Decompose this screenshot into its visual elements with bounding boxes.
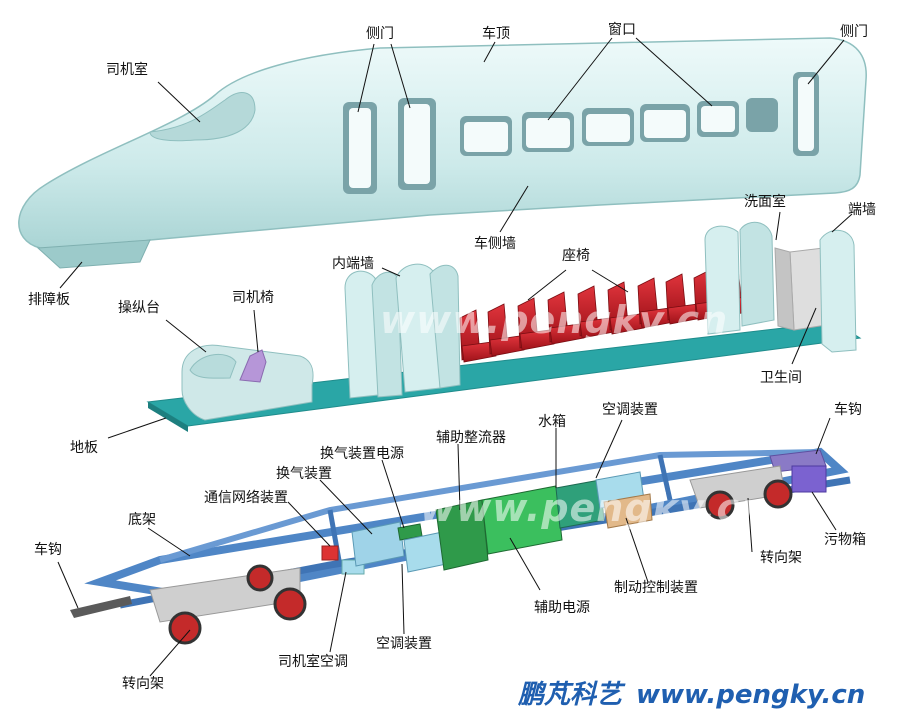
label-ac-unit-top: 空调装置 [602,402,658,418]
label-vent-device: 换气装置 [276,466,332,482]
label-vent-power: 换气装置电源 [320,446,404,462]
side-door-pane-2 [404,104,430,184]
end-wall [819,230,857,353]
underframe-layer [70,447,851,645]
side-door-pane-1 [349,108,371,188]
pilot-plate [36,239,151,269]
label-coupler-left: 车钩 [34,542,62,558]
brand-name: 鹏芃科艺 [518,680,623,710]
brand-footer: 鹏芃科艺 www.pengky.cn [518,674,879,711]
label-seat: 座椅 [562,248,590,264]
label-aux-rectifier: 辅助整流器 [436,430,506,446]
label-cab-ac: 司机室空调 [278,654,348,670]
label-toilet: 卫生间 [760,370,802,386]
aux-power-box [481,485,563,555]
aux-rectifier-box [435,499,489,571]
label-bogie-right: 转向架 [760,550,802,566]
label-side-door-2: 侧门 [840,24,868,40]
label-bogie-left: 转向架 [122,676,164,692]
driver-seat [239,349,267,383]
label-roof: 车顶 [482,26,510,42]
label-aux-power: 辅助电源 [534,600,590,616]
label-waste-tank: 污物箱 [824,532,866,548]
label-ac-unit-bottom: 空调装置 [376,636,432,652]
brake-control-box [603,493,653,529]
label-inner-end-wall: 内端墙 [332,256,374,272]
label-console: 操纵台 [118,300,160,316]
label-cab: 司机室 [106,62,148,78]
interior-layer [146,221,862,432]
waste-tank [791,465,827,493]
label-driver-seat: 司机椅 [232,290,274,306]
brand-url: www.pengky.cn [636,680,866,710]
bogie-right [689,465,793,520]
car-body-shell [18,37,867,269]
watermark-lower: www.pengky.cn [420,486,769,530]
floor-plate [146,321,862,427]
comm-network-box [321,545,339,561]
water-tank-box [555,479,605,529]
label-pilot: 排障板 [28,292,70,308]
bogie-left [149,564,307,645]
label-brake-control: 制动控制装置 [614,580,698,596]
label-window: 窗口 [608,22,636,38]
label-side-wall: 车侧墙 [474,236,516,252]
label-floor: 地板 [70,440,98,456]
label-water-tank: 水箱 [538,414,566,430]
label-coupler-right: 车钩 [834,402,862,418]
watermark-upper: www.pengky.cn [380,298,729,342]
label-end-wall: 端墙 [848,202,876,218]
vent-device-box [351,521,405,567]
label-side-door-1: 侧门 [366,26,394,42]
window-row [460,98,778,156]
coupler-left [70,596,132,618]
label-comm-network: 通信网络装置 [204,490,288,506]
side-door-pane-3 [798,77,814,151]
leader-lines [57,37,853,677]
washroom-partition [704,225,741,335]
label-washroom: 洗面室 [744,194,786,210]
label-underframe: 底架 [128,512,156,528]
car-roof-and-side-wall [18,37,867,251]
cab-window-recess [149,92,256,142]
